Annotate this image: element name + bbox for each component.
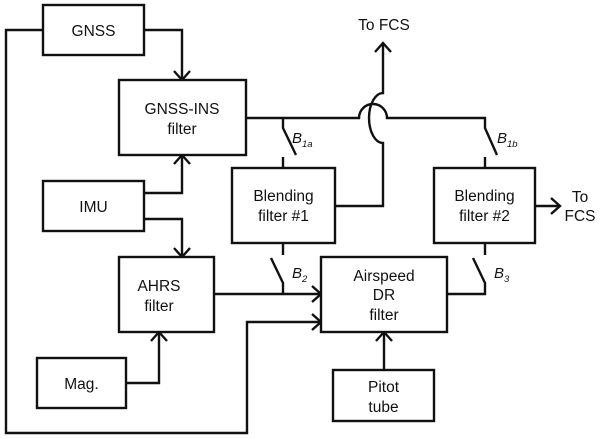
block-mag: Mag. [35, 356, 128, 410]
block-label: Blending [253, 188, 313, 205]
block-label: IMU [79, 199, 107, 216]
block-gnss: GNSS [41, 3, 146, 57]
block-blending-filter-1: Blending filter #1 [230, 166, 337, 245]
block-label: tube [368, 399, 398, 416]
arrow-to-fcs-right [550, 197, 562, 215]
block-label: DR [373, 287, 395, 304]
output-label-top: To FCS [358, 17, 410, 34]
block-label: filter [369, 307, 398, 324]
switch-label-b1b: B1b [497, 130, 518, 150]
wire-mag-to-ahrs [126, 332, 161, 385]
block-airspeed-dr-filter: Airspeed DR filter [319, 255, 449, 334]
wire-gnss-to-airspeed [4, 28, 321, 435]
block-imu: IMU [41, 179, 146, 233]
switch-label-b2: B2 [292, 265, 308, 285]
block-label: AHRS [137, 278, 180, 295]
wire-blend1-to-fcs [335, 43, 385, 208]
wire-imu-to-ahrs [144, 217, 184, 257]
switch-label-b3: B3 [494, 265, 510, 285]
block-label: Mag. [64, 376, 98, 393]
block-label: filter #1 [258, 208, 309, 225]
output-label-right: To [572, 189, 588, 206]
wire-gnss-to-gnssins [144, 28, 184, 80]
wire-gnssins-bus [246, 102, 487, 122]
block-label: filter [144, 298, 173, 315]
switch-b1a [281, 118, 298, 156]
block-label: GNSS-INS [145, 101, 220, 118]
block-gnss-ins-filter: GNSS-INS filter [117, 78, 248, 157]
block-label: Airspeed [353, 268, 414, 285]
switch-b2 [269, 257, 285, 294]
block-ahrs-filter: AHRS filter [117, 255, 216, 334]
block-label: filter #2 [459, 208, 510, 225]
switch-label-b1a: B1a [292, 130, 313, 150]
block-pitot-tube: Pitot tube [331, 368, 436, 423]
switch-b1b [483, 122, 499, 156]
output-label-right: FCS [565, 208, 596, 225]
block-blending-filter-2: Blending filter #2 [432, 166, 537, 245]
block-label: filter [167, 121, 196, 138]
block-label: GNSS [72, 23, 116, 40]
wire-imu-to-gnssins [144, 155, 184, 195]
arrow-to-fcs-top [374, 41, 392, 53]
switch-b3 [447, 257, 487, 296]
block-label: Pitot [368, 379, 400, 396]
block-label: Blending [454, 188, 514, 205]
